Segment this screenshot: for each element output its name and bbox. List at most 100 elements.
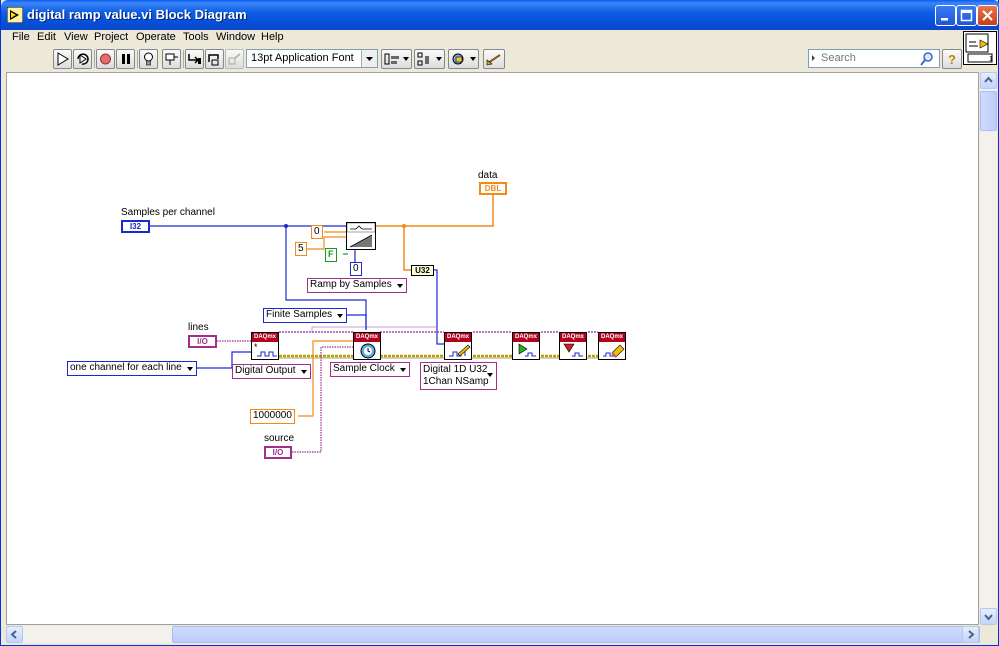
distribute-objects-icon bbox=[417, 52, 442, 66]
menu-file[interactable]: File bbox=[12, 31, 30, 43]
context-help-button[interactable]: ? bbox=[942, 49, 962, 69]
daqmx-header: DAQmx bbox=[560, 333, 586, 342]
highlight-execution-button[interactable] bbox=[139, 49, 158, 69]
enum-arrow-icon bbox=[300, 370, 307, 374]
line-grouping-enum[interactable]: one channel for each line bbox=[67, 361, 197, 376]
svg-text:*: * bbox=[254, 342, 258, 352]
scroll-up-button[interactable] bbox=[980, 72, 997, 89]
ramp-pattern-vi[interactable] bbox=[346, 222, 376, 250]
vi-icon-pane[interactable]: 1 bbox=[963, 31, 997, 65]
menu-edit[interactable]: Edit bbox=[37, 31, 56, 43]
lines-terminal[interactable]: I/O bbox=[188, 335, 217, 348]
font-dropdown-arrow-icon[interactable] bbox=[361, 50, 377, 67]
line-grouping-value: one channel for each line bbox=[70, 362, 182, 373]
title-bar[interactable]: digital ramp value.vi Block Diagram bbox=[1, 0, 999, 30]
minimize-button[interactable] bbox=[935, 5, 956, 26]
daqmx-header: DAQmx bbox=[354, 333, 380, 342]
run-continuously-button[interactable] bbox=[73, 49, 92, 69]
svg-text:1: 1 bbox=[989, 56, 993, 63]
menu-project[interactable]: Project bbox=[94, 31, 129, 43]
font-selector[interactable]: 13pt Application Font bbox=[246, 49, 378, 68]
arrow-down-icon bbox=[984, 614, 993, 621]
enum-arrow-icon bbox=[487, 373, 493, 377]
search-icon[interactable] bbox=[919, 51, 935, 67]
menu-operate[interactable]: Operate bbox=[136, 31, 176, 43]
maximize-button[interactable] bbox=[956, 5, 977, 26]
clock-icon bbox=[360, 343, 376, 359]
lines-label: lines bbox=[188, 322, 209, 333]
digital-output-value: Digital Output bbox=[235, 365, 296, 376]
enum-arrow-icon bbox=[396, 284, 403, 288]
help-question-icon: ? bbox=[948, 52, 956, 67]
constant-five[interactable]: 5 bbox=[295, 242, 307, 256]
arrow-left-icon bbox=[10, 630, 17, 639]
horizontal-scroll-thumb[interactable] bbox=[172, 626, 980, 643]
daqmx-write-vi[interactable]: DAQmx bbox=[444, 332, 472, 360]
ramp-by-samples-enum[interactable]: Ramp by Samples bbox=[307, 278, 407, 293]
horizontal-scrollbar[interactable] bbox=[6, 626, 980, 643]
search-box[interactable] bbox=[808, 49, 940, 68]
to-u32-conversion[interactable]: U32 bbox=[411, 265, 434, 276]
block-diagram-canvas[interactable]: Samples per channel I32 data DBL 0 5 F 0… bbox=[6, 72, 979, 625]
reorder-button[interactable] bbox=[448, 49, 479, 69]
digital-output-enum[interactable]: Digital Output bbox=[232, 364, 311, 379]
scroll-down-button[interactable] bbox=[980, 608, 997, 625]
daqmx-timing-vi[interactable]: DAQmx bbox=[353, 332, 381, 360]
search-dropdown-icon[interactable] bbox=[810, 50, 820, 67]
daqmx-clear-task-vi[interactable]: DAQmx bbox=[598, 332, 626, 360]
finite-samples-enum[interactable]: Finite Samples bbox=[263, 308, 348, 323]
retain-wire-values-button[interactable] bbox=[162, 49, 181, 69]
daqmx-create-channel-vi[interactable]: DAQmx * bbox=[251, 332, 279, 360]
menu-view[interactable]: View bbox=[64, 31, 88, 43]
scroll-right-button[interactable] bbox=[962, 626, 979, 643]
lightbulb-icon bbox=[144, 52, 153, 66]
step-out-button[interactable] bbox=[225, 49, 244, 69]
menu-window[interactable]: Window bbox=[216, 31, 256, 43]
abort-button[interactable] bbox=[96, 49, 115, 69]
wait-until-done-icon bbox=[563, 343, 583, 357]
step-over-button[interactable] bbox=[205, 49, 224, 69]
data-indicator-terminal[interactable]: DBL bbox=[479, 182, 507, 195]
toolbar: 13pt Application Font ? bbox=[2, 46, 962, 72]
data-label: data bbox=[478, 170, 498, 181]
daqmx-wait-until-done-vi[interactable]: DAQmx bbox=[559, 332, 587, 360]
samples-per-channel-terminal[interactable]: I32 bbox=[121, 220, 150, 233]
scroll-left-button[interactable] bbox=[6, 626, 23, 643]
constant-zero-index[interactable]: 0 bbox=[350, 262, 362, 276]
cleanup-diagram-button[interactable] bbox=[483, 49, 505, 69]
maximize-icon bbox=[960, 9, 973, 22]
run-arrow-icon bbox=[57, 52, 69, 66]
create-channel-icon: * bbox=[254, 342, 277, 357]
constant-zero-offset[interactable]: 0 bbox=[311, 225, 323, 239]
step-into-button[interactable] bbox=[185, 49, 204, 69]
daqmx-header: DAQmx bbox=[445, 333, 471, 342]
boolean-false-constant[interactable]: F bbox=[325, 248, 337, 262]
arrow-up-icon bbox=[984, 76, 993, 83]
source-label: source bbox=[264, 433, 295, 444]
stop-icon bbox=[100, 53, 111, 65]
step-into-icon bbox=[188, 54, 201, 64]
vertical-scroll-thumb[interactable] bbox=[980, 91, 997, 131]
reorder-icon bbox=[452, 53, 476, 65]
step-out-icon bbox=[228, 53, 241, 65]
align-objects-icon bbox=[384, 53, 409, 65]
pause-button[interactable] bbox=[116, 49, 135, 69]
sample-clock-enum[interactable]: Sample Clock bbox=[330, 362, 410, 377]
vertical-scrollbar[interactable] bbox=[980, 72, 997, 625]
daqmx-header: DAQmx bbox=[513, 333, 539, 342]
rate-constant[interactable]: 1000000 bbox=[250, 409, 295, 424]
menu-help[interactable]: Help bbox=[261, 31, 284, 43]
search-input[interactable] bbox=[821, 51, 917, 65]
source-terminal[interactable]: I/O bbox=[264, 446, 292, 459]
align-objects-button[interactable] bbox=[381, 49, 412, 69]
distribute-objects-button[interactable] bbox=[414, 49, 445, 69]
minimize-icon bbox=[941, 18, 948, 21]
write-polymorphic-selector[interactable]: Digital 1D U32 1Chan NSamp bbox=[420, 362, 497, 390]
arrow-right-icon bbox=[968, 630, 975, 639]
close-button[interactable] bbox=[977, 5, 998, 26]
daqmx-start-task-vi[interactable]: DAQmx bbox=[512, 332, 540, 360]
run-button[interactable] bbox=[53, 49, 72, 69]
pause-icon bbox=[122, 54, 130, 64]
write-poly-line2: 1Chan NSamp bbox=[423, 376, 489, 387]
menu-tools[interactable]: Tools bbox=[183, 31, 209, 43]
